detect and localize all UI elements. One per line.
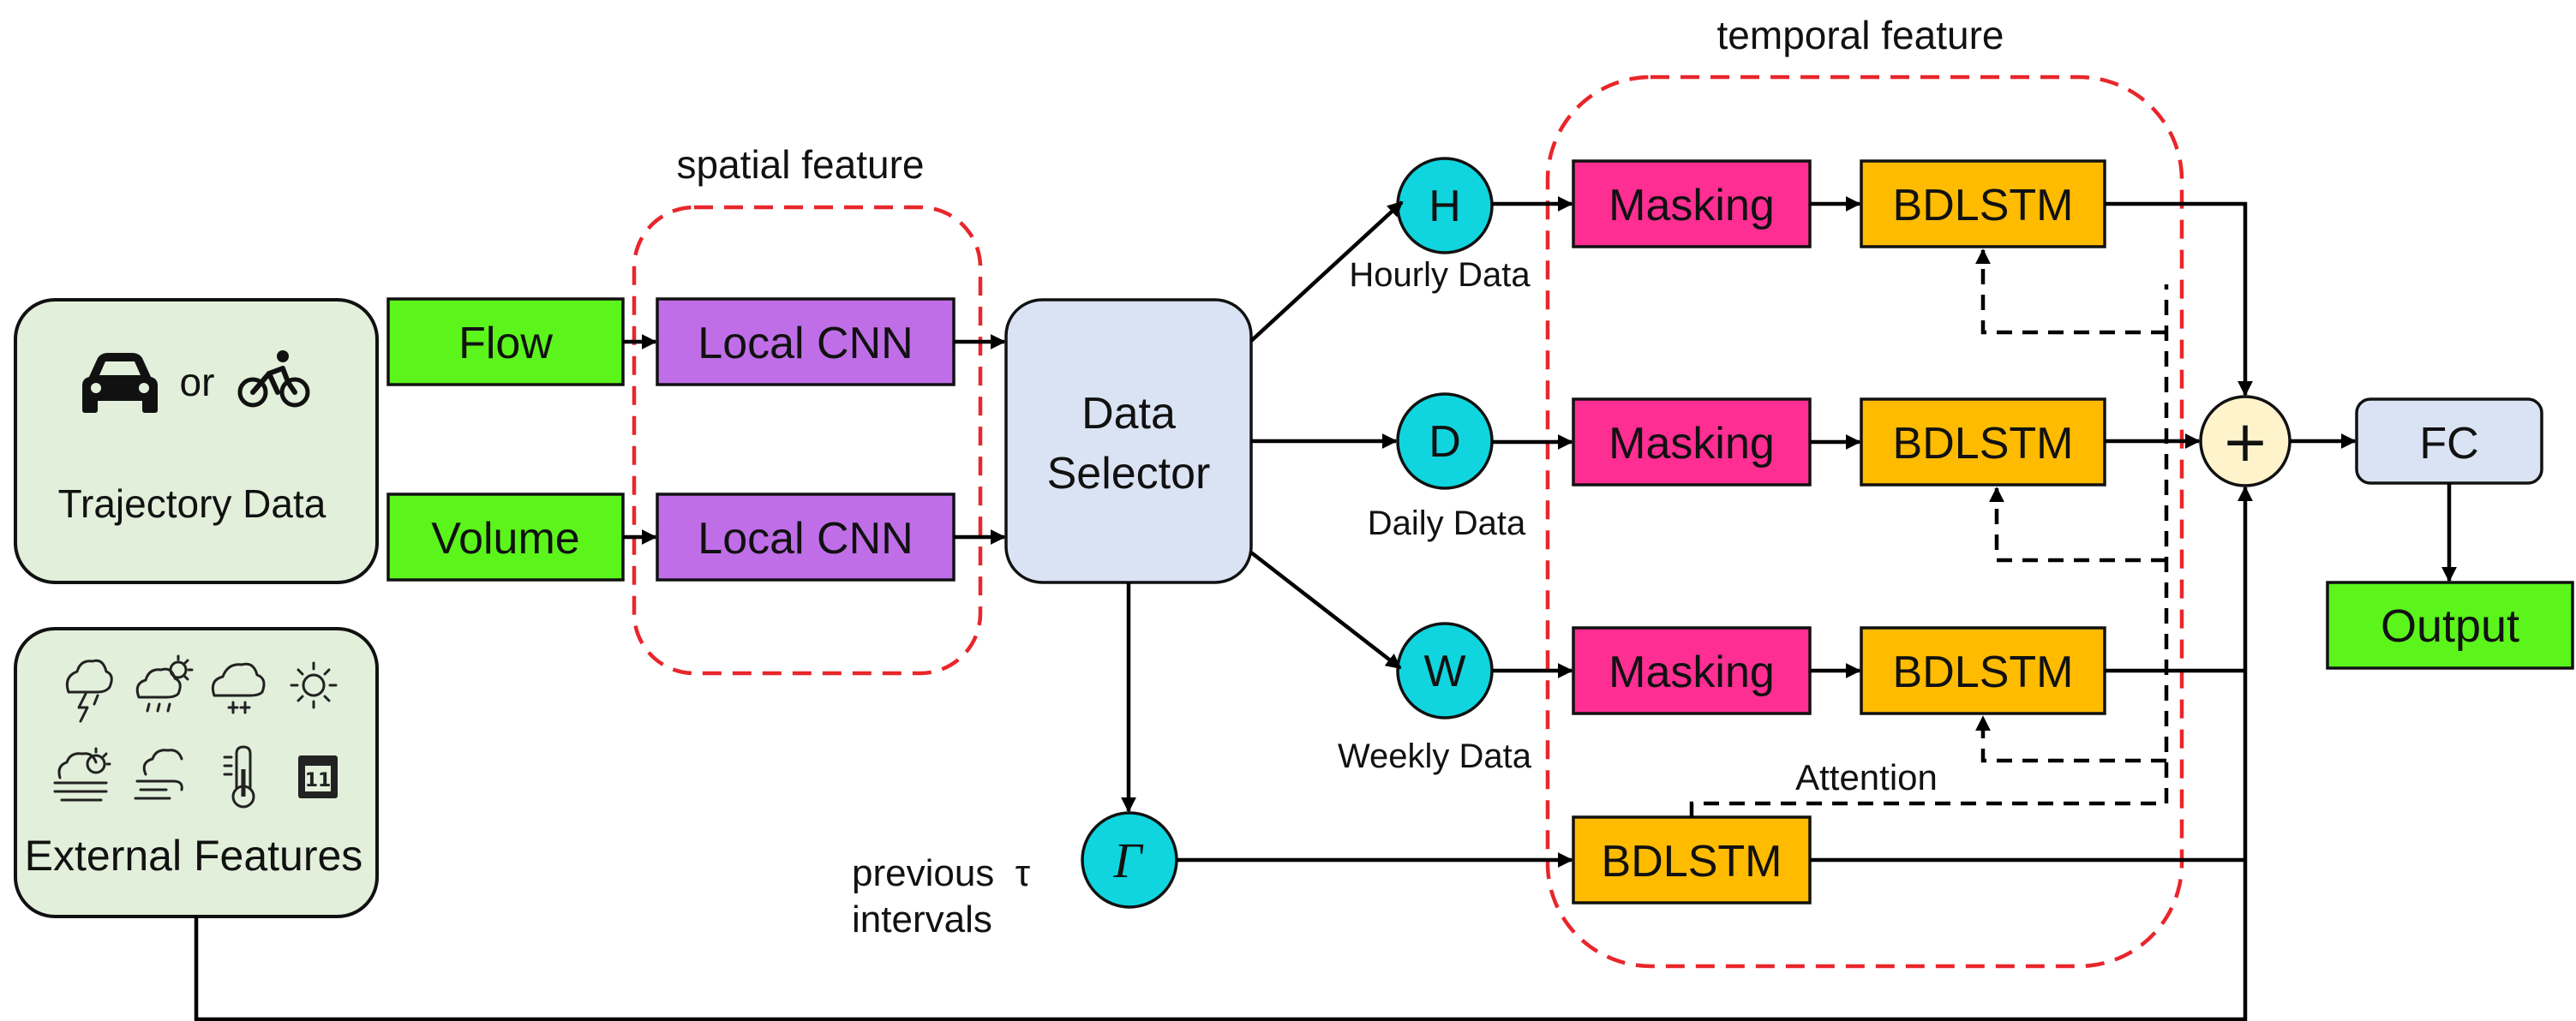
- gamma-symbol: Γ: [1113, 833, 1144, 888]
- masking-box-hourly: [1572, 159, 1812, 248]
- external-features-label: External Features: [25, 832, 363, 880]
- bdlstm-box-previous: [1572, 815, 1812, 905]
- trajectory-data-label: Trajectory Data: [58, 481, 326, 526]
- local-cnn-label-top: Local CNN: [698, 319, 913, 368]
- attention-to-weekly-bdlstm: [1975, 715, 2166, 763]
- spatial-feature-region: [632, 205, 983, 676]
- bdlstm-label-hourly: BDLSTM: [1893, 181, 2074, 230]
- volume-label: Volume: [431, 514, 579, 564]
- temporal-feature-region: [1545, 75, 2184, 969]
- bicycle-icon: [237, 350, 310, 408]
- fc-label: FC: [2419, 419, 2478, 469]
- flow-label: Flow: [458, 319, 553, 368]
- selector-to-weekly-arrow: [1249, 551, 1402, 670]
- bdlstm-label-weekly: BDLSTM: [1893, 648, 2074, 697]
- output-label: Output: [2381, 600, 2519, 652]
- hourly-bdlstm-to-sum-arrow: [2105, 201, 2253, 397]
- haze-icon: [53, 747, 111, 802]
- partly-rainy-icon: [135, 654, 194, 713]
- local-cnn-label-bottom: Local CNN: [698, 514, 913, 564]
- output-box: [2326, 581, 2574, 670]
- spatial-feature-label: spatial feature: [677, 142, 925, 187]
- or-text: or: [180, 360, 215, 404]
- previous-intervals-label-line1: previous τ: [852, 852, 1031, 894]
- weekly-node-letter: W: [1423, 647, 1465, 696]
- attention-label: Attention: [1795, 757, 1938, 797]
- attention-to-hourly-bdlstm: [1975, 248, 2166, 335]
- thermometer-icon: [223, 745, 255, 809]
- calendar-icon: 11: [298, 755, 338, 798]
- external-to-sum-arrow: [194, 486, 2253, 1021]
- daily-data-label: Daily Data: [1368, 505, 1526, 542]
- sun-icon: [290, 661, 338, 709]
- attention-stem: [1689, 284, 2169, 817]
- wind-icon: [134, 749, 183, 800]
- selector-to-hourly-arrow: [1249, 200, 1404, 343]
- trajectory-data-box: [14, 298, 379, 584]
- data-selector-line2: Selector: [1047, 449, 1211, 499]
- plus-symbol: +: [2221, 409, 2268, 475]
- masking-box-daily: [1572, 397, 1812, 487]
- bdlstm-box-weekly: [1860, 626, 2106, 715]
- flow-box: [386, 297, 625, 386]
- weekly-data-label: Weekly Data: [1338, 737, 1532, 775]
- bdlstm-label-previous: BDLSTM: [1602, 837, 1782, 887]
- masking-label-weekly: Masking: [1609, 648, 1775, 697]
- bdlstm-box-hourly: [1860, 159, 2106, 248]
- car-icon: [82, 353, 158, 413]
- hourly-data-label: Hourly Data: [1349, 256, 1531, 294]
- hourly-node-letter: H: [1429, 182, 1461, 231]
- data-selector-line1: Data: [1081, 389, 1176, 439]
- masking-label-hourly: Masking: [1609, 181, 1775, 230]
- snow-icon: [211, 662, 266, 714]
- svg-text:11: 11: [305, 770, 332, 791]
- daily-node-letter: D: [1429, 417, 1461, 467]
- data-selector-box: [1004, 298, 1253, 584]
- local-cnn-box-bottom: [656, 493, 956, 582]
- local-cnn-box-top: [656, 297, 956, 386]
- masking-box-weekly: [1572, 626, 1812, 715]
- masking-label-daily: Masking: [1609, 419, 1775, 469]
- volume-box: [386, 493, 625, 582]
- previous-intervals-label-line2: intervals: [852, 899, 992, 940]
- temporal-feature-label: temporal feature: [1717, 13, 2004, 57]
- bdlstm-label-daily: BDLSTM: [1893, 419, 2074, 469]
- storm-icon: [65, 659, 113, 723]
- attention-to-daily-bdlstm: [1989, 487, 2166, 563]
